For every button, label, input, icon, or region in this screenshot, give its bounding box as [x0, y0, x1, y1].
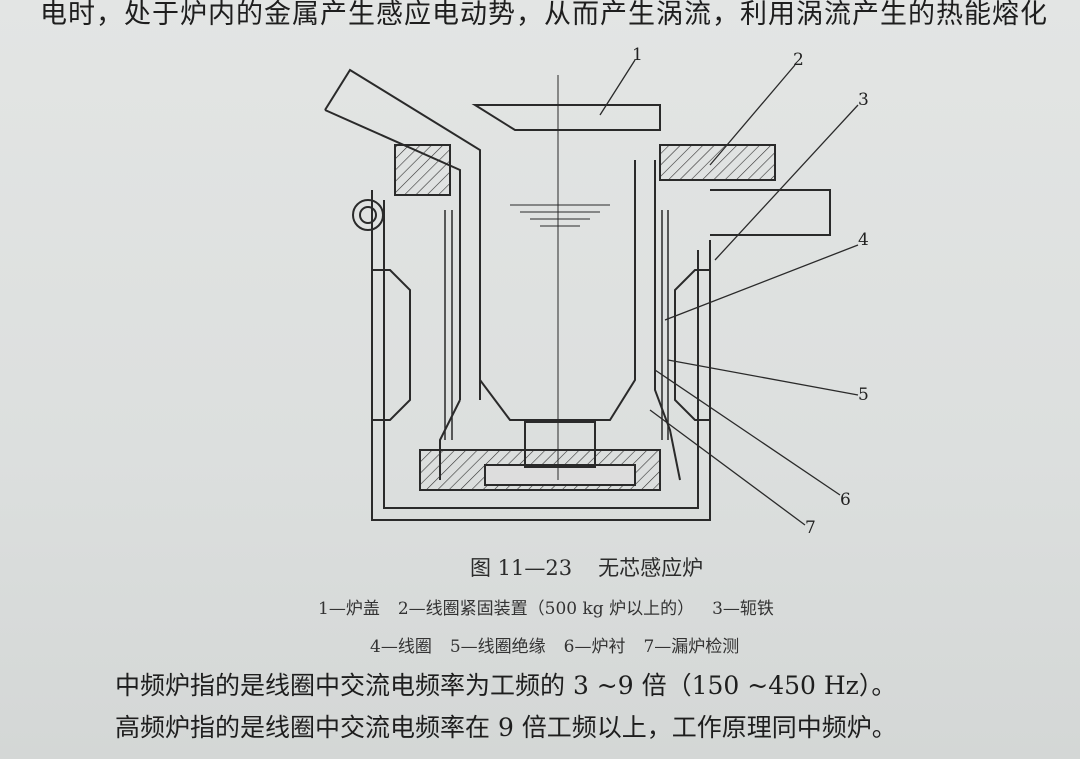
callout-4: 4 [858, 230, 869, 250]
induction-furnace-diagram: 1 2 3 4 5 6 7 [324, 45, 869, 538]
legend-item: 5—线圈绝缘 [449, 637, 546, 657]
figure-caption: 图 11—23 无芯感应炉 [470, 552, 703, 582]
legend-item: 2—线圈紧固装置（500 kg 炉以上的） [397, 599, 695, 619]
body-text-top: 电时，处于炉内的金属产生感应电动势，从而产生涡流，利用涡流产生的热能熔化 [40, 0, 1048, 30]
callout-1: 1 [632, 45, 643, 65]
paragraph-high-frequency: 高频炉指的是线圈中交流电频率在 9 倍工频以上，工作原理同中频炉。 [115, 713, 897, 742]
figure-legend-line-1: 1—炉盖 2—线圈紧固装置（500 kg 炉以上的） 3—轭铁 [318, 594, 792, 619]
figure-title: 无芯感应炉 [598, 556, 704, 580]
legend-item: 7—漏炉检测 [643, 637, 740, 657]
legend-item: 1—炉盖 [318, 599, 380, 619]
callout-7: 7 [805, 518, 816, 538]
callout-2: 2 [793, 50, 804, 70]
callout-6: 6 [840, 490, 851, 510]
figure-legend-line-2: 4—线圈 5—线圈绝缘 6—炉衬 7—漏炉检测 [370, 632, 757, 657]
callout-3: 3 [858, 90, 869, 110]
figure-number: 图 11—23 [470, 556, 573, 580]
legend-item: 6—炉衬 [563, 637, 626, 657]
paragraph-medium-frequency: 中频炉指的是线圈中交流电频率为工频的 3 ~9 倍（150 ~450 Hz）。 [115, 671, 897, 700]
legend-item: 3—轭铁 [712, 599, 774, 619]
callout-5: 5 [858, 385, 869, 405]
legend-item: 4—线圈 [370, 637, 432, 657]
